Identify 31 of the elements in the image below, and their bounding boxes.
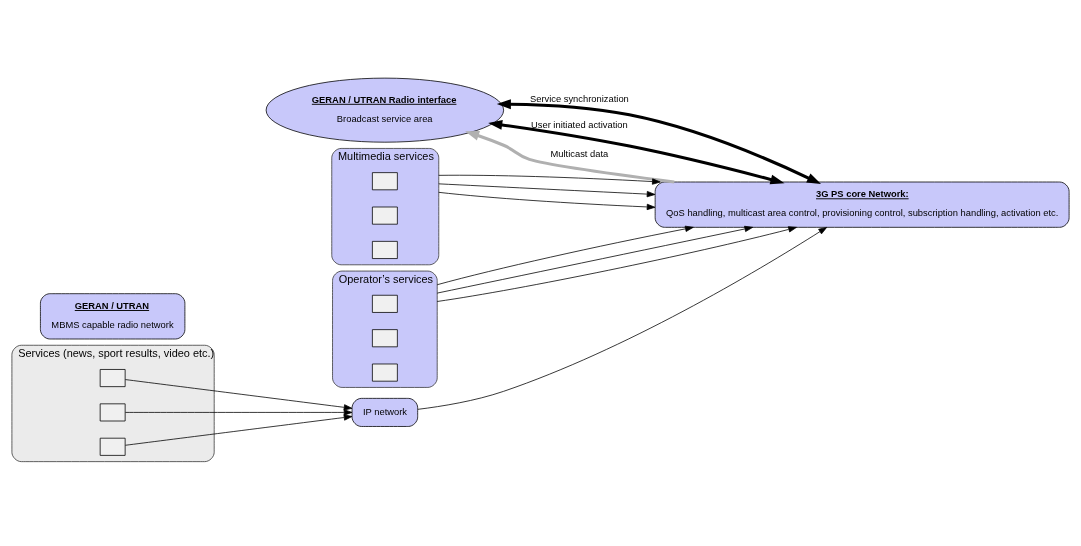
node-box — [99, 369, 126, 388]
node-box — [372, 241, 398, 259]
arrow — [438, 191, 656, 211]
node-box — [372, 294, 398, 313]
cluster: Operator’s services — [332, 270, 438, 388]
node-box: 3G PS core Network: QoS handling, multicast area control, provisioning control, subscription handling, activation etc. — [654, 181, 1070, 228]
arrow — [436, 226, 797, 302]
arrow — [417, 227, 828, 410]
node-box: GERAN / UTRAN MBMS capable radio network — [40, 293, 186, 340]
edge-label: Multicast data — [550, 148, 609, 159]
node-box — [372, 329, 398, 348]
arrow — [125, 414, 353, 446]
arrow — [125, 379, 353, 411]
cluster: Multimedia services — [331, 148, 440, 266]
node-box — [372, 206, 398, 225]
arrow — [436, 225, 754, 294]
arrow — [438, 183, 656, 198]
arrow — [465, 131, 675, 184]
node-box — [99, 403, 126, 422]
node-box — [372, 172, 398, 191]
arrow — [438, 174, 661, 185]
arrow — [125, 409, 353, 416]
node-box: IP network — [351, 397, 419, 427]
node-box — [99, 437, 126, 456]
edge-label: Service synchronization — [529, 94, 629, 105]
cluster: Services (news, sport results, video etc.) — [11, 344, 215, 462]
node-box — [372, 363, 398, 382]
arrow — [496, 99, 822, 184]
arrow — [488, 120, 785, 185]
edge-label: User initiated activation — [531, 119, 628, 130]
arrow — [436, 225, 694, 286]
